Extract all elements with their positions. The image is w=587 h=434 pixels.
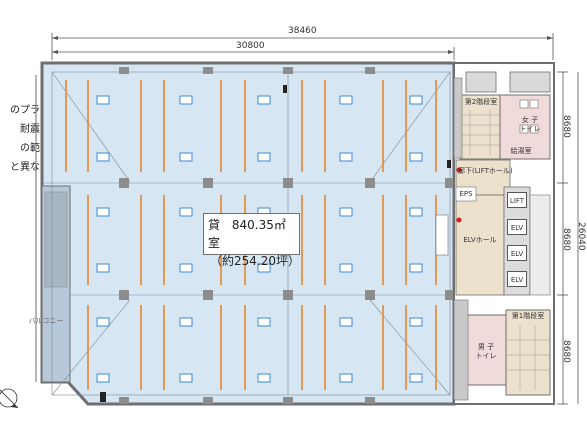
ac-unit [96, 263, 110, 273]
ac-unit [409, 152, 423, 162]
label-stair-1: 第1階段室 [511, 312, 545, 320]
ac-unit [96, 207, 110, 217]
ac-unit [409, 373, 423, 383]
dim-office-width: 30800 [236, 41, 265, 51]
elv-hall [455, 194, 505, 296]
lift-box: LIFT [507, 192, 527, 208]
ac-unit [257, 263, 271, 273]
ac-unit [409, 263, 423, 273]
ac-unit [339, 95, 353, 105]
side-note-line: の範 [20, 143, 40, 154]
side-note-line: のプラ [10, 105, 40, 116]
side-note-line: 耐震 [20, 124, 40, 135]
ac-unit [339, 373, 353, 383]
dim-bay-bottom: 8680 [561, 340, 571, 363]
area-info-box: 貸 840.35㎡ 室 （約254.20坪） [203, 213, 300, 268]
ac-units [96, 95, 423, 383]
dim-bay-middle: 8680 [561, 228, 571, 251]
label-womens-toilet: 女 子 トイレ [519, 116, 541, 133]
dim-depth-total: 26040 [576, 222, 586, 251]
ac-unit [96, 95, 110, 105]
label-mens-toilet: 男 子 トイレ [475, 343, 497, 360]
elv-box: ELV [507, 271, 527, 287]
elv-box: ELV [507, 245, 527, 261]
label-stair-2: 第2階段室 [464, 98, 498, 106]
ac-unit [179, 152, 193, 162]
columns [119, 67, 455, 404]
dim-bay-top: 8680 [561, 115, 571, 138]
ac-unit [179, 207, 193, 217]
elv-box: ELV [507, 219, 527, 235]
ac-unit [339, 152, 353, 162]
label-corridor: 廊下(LIFTホール) [458, 167, 513, 175]
ac-unit [96, 317, 110, 327]
label-kitchen: 給湯室 [510, 147, 532, 155]
ac-unit [179, 95, 193, 105]
ac-unit [339, 317, 353, 327]
area-value: 840.35㎡ [231, 218, 286, 232]
label-eps: EPS [459, 190, 473, 198]
ac-unit [339, 207, 353, 217]
ac-unit [96, 373, 110, 383]
area-tsubo: （約254.20坪） [210, 254, 300, 268]
ac-unit [179, 373, 193, 383]
area-label-2: 室 [208, 236, 221, 250]
ac-unit [257, 317, 271, 327]
ac-unit [257, 373, 271, 383]
ac-unit [409, 317, 423, 327]
north-arrow-icon [0, 388, 19, 409]
area-label-1: 貸 [208, 218, 221, 232]
mens-toilet-area [465, 314, 507, 386]
fire-extinguisher-dot [456, 217, 462, 223]
label-elv-hall: ELVホール [463, 236, 497, 244]
ac-unit [179, 317, 193, 327]
ac-unit [409, 207, 423, 217]
dim-overall-width: 38460 [288, 26, 317, 36]
ac-unit [409, 95, 423, 105]
ac-unit [339, 263, 353, 273]
side-note: のプラ 耐震 の範 と異な [0, 104, 40, 174]
dimension-lines [51, 33, 579, 405]
ac-unit [96, 152, 110, 162]
ac-unit [257, 152, 271, 162]
side-note-line: と異な [10, 162, 40, 173]
fire-extinguisher-dot [456, 167, 462, 173]
label-balcony: バルコニー [28, 317, 64, 325]
stair-2 [459, 94, 501, 160]
ac-unit [257, 95, 271, 105]
stair-1 [505, 309, 551, 396]
ac-unit [179, 263, 193, 273]
